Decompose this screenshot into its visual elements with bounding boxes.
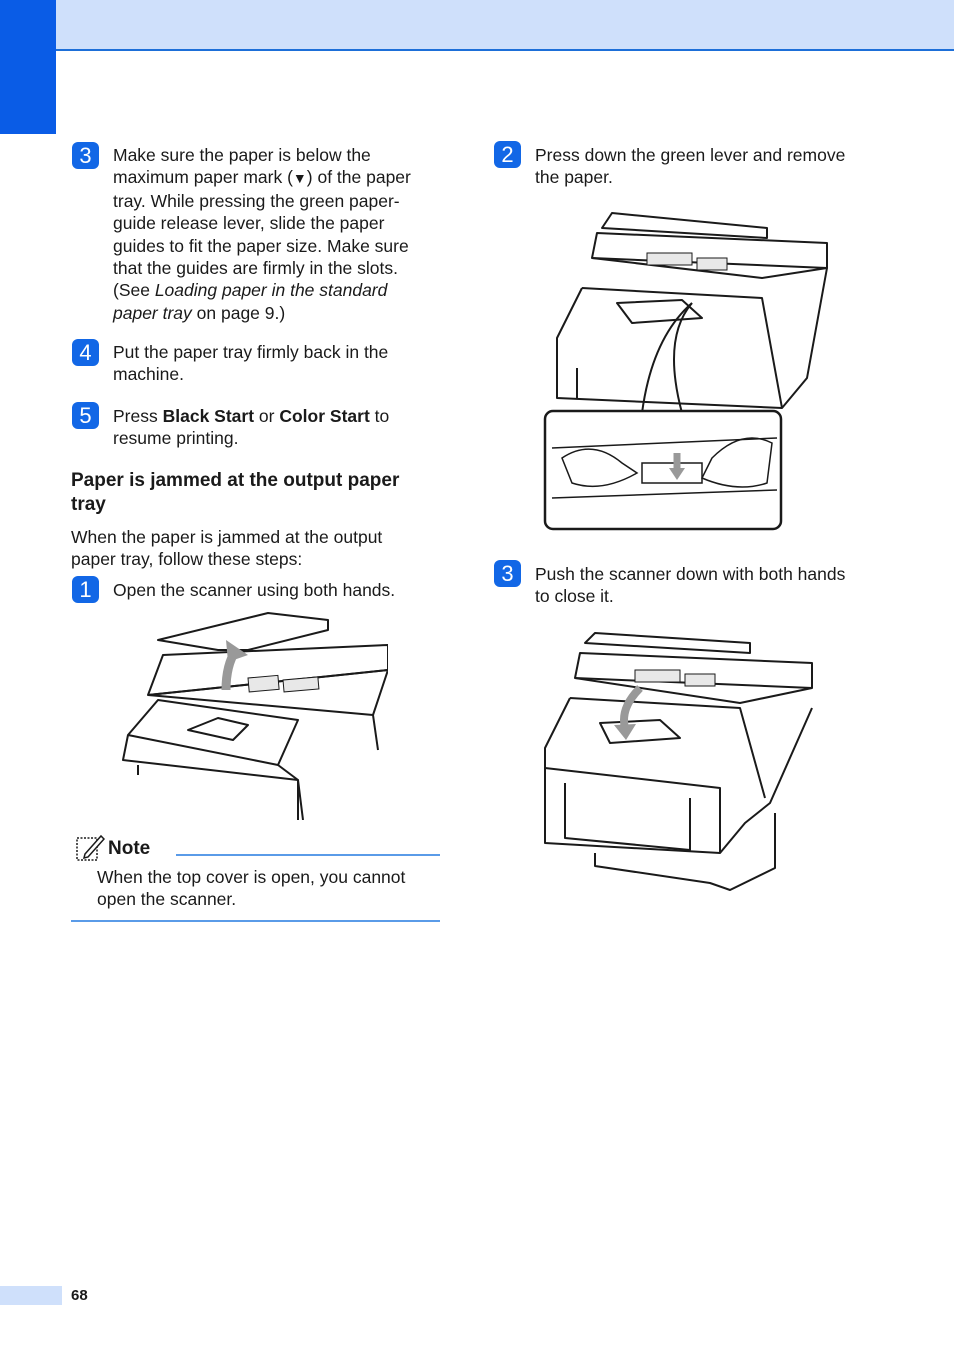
up-arrow-icon — [221, 640, 248, 691]
chapter-tab — [0, 0, 56, 134]
down-arrow-icon — [669, 453, 685, 480]
step-number: 2 — [494, 141, 521, 168]
note-bottom-rule — [71, 920, 440, 922]
down-arrow-icon — [614, 685, 643, 740]
printer-close-scanner-illustration — [544, 632, 813, 891]
step-number: 5 — [72, 402, 99, 429]
printer-open-scanner-illustration — [122, 612, 388, 820]
note-top-rule — [176, 854, 440, 856]
intro-paragraph: When the paper is jammed at the output p… — [71, 527, 383, 570]
step-text: Make sure the paper is below the maximum… — [113, 145, 411, 323]
page-number-band — [0, 1286, 62, 1305]
page-number: 68 — [71, 1287, 88, 1304]
step-number: 3 — [494, 560, 521, 587]
step-text: Press Black Start or Color Start to resu… — [113, 406, 390, 449]
step-number: 3 — [72, 142, 99, 169]
step-text: Open the scanner using both hands. — [113, 580, 396, 600]
step-text: Press down the green lever and remove th… — [535, 145, 846, 188]
header-band — [0, 0, 954, 51]
step-number: 1 — [72, 576, 99, 603]
note-pencil-icon — [76, 834, 105, 861]
step-text: Put the paper tray firmly back in the ma… — [113, 342, 389, 385]
step-text: Push the scanner down with both hands to… — [535, 564, 846, 607]
section-heading: Paper is jammed at the output paper tray — [71, 470, 400, 515]
note-text: When the top cover is open, you cannot o… — [97, 867, 406, 910]
step-number: 4 — [72, 339, 99, 366]
printer-green-lever-illustration — [543, 212, 828, 531]
note-label: Note — [108, 838, 151, 859]
